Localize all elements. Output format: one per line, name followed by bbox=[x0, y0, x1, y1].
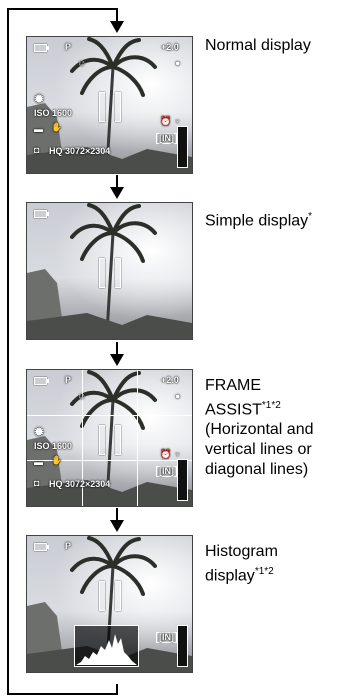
battery-icon bbox=[34, 377, 49, 385]
battery-icon bbox=[34, 44, 49, 52]
battery-icon bbox=[34, 210, 49, 218]
flash-mode-icon: ● bbox=[175, 391, 181, 401]
self-timer-icon: ☺ bbox=[77, 58, 87, 68]
white-balance-icon: ✹ bbox=[34, 425, 45, 439]
histogram-panel bbox=[74, 625, 139, 667]
flash-mode-icon: ● bbox=[175, 58, 181, 68]
memory-indicator: [IN] bbox=[156, 133, 177, 144]
af-target-mark bbox=[99, 92, 121, 122]
image-quality-indicator: HQ 3072×2304 bbox=[49, 479, 111, 489]
battery-icon bbox=[34, 543, 49, 551]
simple-display-label: Simple display* bbox=[205, 211, 313, 230]
frame-assist-label-line: vertical lines or bbox=[205, 441, 312, 459]
exposure-compensation-indicator: +2.0 bbox=[161, 375, 179, 385]
af-target-mark bbox=[99, 258, 121, 288]
white-balance-icon: ✹ bbox=[34, 92, 45, 106]
af-target-mark bbox=[99, 425, 121, 455]
microphone-icon: ♆ bbox=[174, 116, 181, 126]
self-timer-icon: ☺ bbox=[77, 391, 87, 401]
frame-assist-label-line: ASSIST*1*2 bbox=[205, 400, 281, 419]
frame-assist-gridline bbox=[27, 415, 192, 416]
histogram-display-screen: P [IN] bbox=[26, 535, 193, 673]
microphone-icon: ♆ bbox=[174, 449, 181, 459]
metering-icon: ▬ bbox=[34, 124, 43, 134]
exposure-compensation-indicator: +2.0 bbox=[161, 42, 179, 52]
exposure-meter-bar bbox=[177, 459, 188, 501]
memory-indicator: [IN] bbox=[156, 466, 177, 477]
frame-assist-gridline bbox=[27, 460, 192, 461]
metering-icon: ▬ bbox=[34, 457, 43, 467]
down-arrow-icon bbox=[110, 9, 124, 33]
af-target-mark bbox=[99, 581, 121, 611]
alarm-icon: ⏰ bbox=[160, 116, 172, 126]
alarm-icon: ⏰ bbox=[160, 449, 172, 459]
histogram-label-line: display*1*2 bbox=[205, 566, 274, 585]
image-stabilizer-icon: ✋ bbox=[51, 455, 63, 465]
down-arrow-icon bbox=[110, 175, 124, 199]
frame-assist-label-line: diagonal lines) bbox=[205, 461, 309, 479]
histogram-curve bbox=[76, 634, 137, 665]
footnote-mark: *1*2 bbox=[261, 400, 281, 411]
exposure-meter-bar bbox=[177, 625, 188, 667]
footnote-mark: * bbox=[308, 211, 313, 222]
shooting-mode-indicator: P bbox=[65, 375, 72, 385]
iso-indicator: ISO 1600 bbox=[34, 108, 73, 118]
histogram-label-line: Histogram bbox=[205, 543, 278, 560]
frame-assist-label-line: (Horizontal and bbox=[205, 421, 314, 439]
drive-mode-icon: ◘ bbox=[34, 478, 40, 488]
down-arrow-icon bbox=[110, 508, 124, 532]
image-stabilizer-icon: ✋ bbox=[51, 122, 63, 132]
image-quality-indicator: HQ 3072×2304 bbox=[49, 146, 111, 156]
palm-tree-photo bbox=[27, 370, 192, 506]
frame-assist-gridline bbox=[82, 370, 83, 506]
shooting-mode-indicator: P bbox=[65, 541, 72, 551]
frame-assist-label: FRAME ASSIST*1*2 (Horizontal and vertica… bbox=[205, 376, 314, 480]
memory-indicator: [IN] bbox=[156, 632, 177, 643]
down-arrow-icon bbox=[110, 342, 124, 366]
frame-assist-screen: P +2.0 ☺ ● ✹ ISO 1600 ▬ ✋ ◘ HQ 3072×2304… bbox=[26, 369, 193, 507]
exposure-meter-bar bbox=[177, 126, 188, 168]
frame-assist-label-line: FRAME bbox=[205, 377, 261, 394]
shooting-mode-indicator: P bbox=[65, 42, 72, 52]
footnote-mark: *1*2 bbox=[254, 566, 274, 577]
palm-tree-photo bbox=[27, 37, 192, 173]
histogram-display-label: Histogram display*1*2 bbox=[205, 542, 278, 586]
normal-display-label: Normal display bbox=[205, 37, 311, 54]
simple-display-screen bbox=[26, 202, 193, 340]
frame-assist-gridline bbox=[137, 370, 138, 506]
palm-tree-photo bbox=[27, 203, 192, 339]
iso-indicator: ISO 1600 bbox=[34, 441, 73, 451]
drive-mode-icon: ◘ bbox=[34, 145, 40, 155]
normal-display-screen: P +2.0 ☺ ● ✹ ISO 1600 ▬ ✋ ◘ HQ 3072×2304… bbox=[26, 36, 193, 174]
